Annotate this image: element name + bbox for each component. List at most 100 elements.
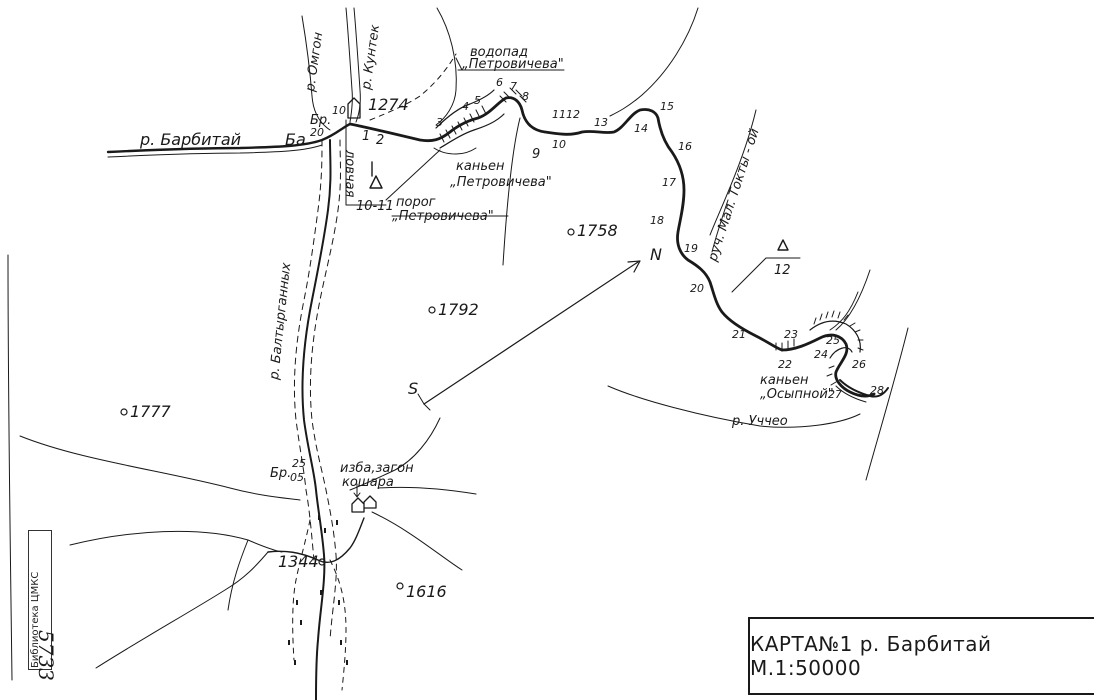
waypoint-28: 28 xyxy=(870,384,884,397)
course-arrow-tail xyxy=(417,393,431,411)
waypoint-24: 24 xyxy=(814,348,828,361)
label-ford-bottom-num: 25 xyxy=(292,457,306,470)
ridge-line-top xyxy=(435,7,457,126)
river-uchcheo-bank xyxy=(835,385,867,403)
label-river-barbitai: р. Барбитай xyxy=(139,130,241,149)
route-lower xyxy=(780,333,876,398)
survey-triangle-icon-2 xyxy=(777,239,789,251)
stream-1344-dashed-2 xyxy=(292,519,311,661)
label-ba: Ба xyxy=(285,130,306,149)
label-ford-top-10: 10 xyxy=(332,104,346,117)
hut-icon xyxy=(351,495,377,513)
course-arrow-line xyxy=(423,261,639,405)
label-ford-top: Бр. xyxy=(310,113,331,128)
height-dot-1792 xyxy=(428,306,436,314)
label-canyon-petr-1: каньен xyxy=(456,159,505,174)
waypoint-14: 14 xyxy=(634,122,648,135)
stream-right-branch xyxy=(711,199,729,253)
ridge-line-far-east xyxy=(865,327,909,481)
label-h1616: 1616 xyxy=(406,582,447,601)
label-canyon-petr-2: „Петровичева" xyxy=(450,175,552,190)
label-canyon-osyp-2: „Осыпной" xyxy=(760,387,834,402)
map-title: КАРТА№1 р. Барбитай М.1:50000 xyxy=(748,617,1094,695)
stream-1344-dashed xyxy=(329,559,347,691)
river-kunteki xyxy=(345,7,353,123)
survey-triangle-icon xyxy=(369,161,383,189)
canyon-osypnoi-outline xyxy=(809,320,861,359)
canyon-petrovicheva-outline xyxy=(435,89,505,149)
waypoint-16: 16 xyxy=(678,140,692,153)
ridge-line-se-2 xyxy=(371,511,463,571)
label-rapid-2: „Петровичева" xyxy=(392,209,494,224)
waypoint-2: 2 xyxy=(376,133,384,148)
label-lovcha: ловчая xyxy=(342,149,357,198)
label-omgon: р. Омгон xyxy=(303,31,326,94)
waypoint-19: 19 xyxy=(684,242,698,255)
label-ford-top-b-num: 20 xyxy=(310,126,324,139)
triangle-callout-line xyxy=(731,257,801,293)
library-stamp xyxy=(28,530,52,670)
label-ford-bottom-num2: 05 xyxy=(290,471,304,484)
label-mal-tokty: руч. Мал. Токты - ой xyxy=(705,127,762,264)
canyon-petr-bracket xyxy=(433,147,477,155)
waypoint-8: 8 xyxy=(522,90,529,103)
waypoint-15: 15 xyxy=(660,100,674,113)
ridge-line-top-2 xyxy=(502,117,521,266)
label-rapid-1: порог xyxy=(396,195,436,210)
hut-top-icon xyxy=(347,97,361,119)
height-dot-1616 xyxy=(396,582,404,590)
scree-marks xyxy=(288,515,348,665)
trail-waterfall xyxy=(369,53,457,121)
label-hut-2: кошара xyxy=(342,475,394,490)
river-kunteki-bank xyxy=(353,7,361,123)
map-left-edge xyxy=(7,254,13,681)
waypoint-25: 25 xyxy=(826,334,840,347)
river-barbitai xyxy=(106,122,352,154)
rapid-callout-line xyxy=(345,119,509,217)
waypoint-4: 4 xyxy=(462,100,469,113)
label-rapid-code: 10-11 xyxy=(356,199,394,214)
label-north: N xyxy=(650,245,662,264)
waypoint-20: 20 xyxy=(690,282,704,295)
label-start: S xyxy=(408,379,418,398)
river-barbitai-bank xyxy=(107,144,323,158)
waypoint-12: 12 xyxy=(566,108,580,121)
label-h1344: 1344 xyxy=(278,552,319,571)
waterfall-callout-line xyxy=(455,57,565,71)
waypoint-21: 21 xyxy=(732,328,746,341)
waypoint-22: 22 xyxy=(778,358,792,371)
ridge-line-south-1 xyxy=(607,385,861,428)
label-h1758: 1758 xyxy=(577,221,618,240)
ridge-line-right-2 xyxy=(709,109,757,236)
canyon-petrovicheva-hatch xyxy=(439,87,527,143)
ridge-line-west-3 xyxy=(95,551,269,669)
label-hut-1: изба,загон xyxy=(340,461,414,476)
waypoint-26: 26 xyxy=(852,358,866,371)
label-waterfall-1: водопад xyxy=(470,45,528,60)
river-uchcheo xyxy=(839,379,889,398)
height-dot-1777 xyxy=(120,408,128,416)
label-canyon-osyp-1: каньен xyxy=(760,373,809,388)
stream-1344 xyxy=(267,517,365,564)
waypoint-11: 11 xyxy=(552,108,566,121)
label-h1274: 1274 xyxy=(368,95,409,114)
river-baltyrgannykh xyxy=(301,139,332,700)
waypoint-27: 27 xyxy=(828,388,842,401)
course-arrow-head xyxy=(627,260,641,273)
waypoint-17: 17 xyxy=(662,176,676,189)
label-triangle-num: 12 xyxy=(774,263,791,278)
ridge-line-west-4 xyxy=(227,539,249,611)
ridge-line-east xyxy=(835,269,871,331)
label-h1792: 1792 xyxy=(438,300,479,319)
label-uchcheo: р. Уччео xyxy=(731,414,788,429)
canyon-osypnoi-hatch xyxy=(775,310,864,386)
route-upper xyxy=(348,96,784,352)
waypoint-3: 3 xyxy=(436,116,443,129)
handwritten-number: 5733 xyxy=(34,630,58,681)
river-baltyrgannykh-bank xyxy=(309,139,341,641)
label-h1777: 1777 xyxy=(130,402,172,421)
waypoint-1: 1 xyxy=(362,129,370,144)
ridge-line-central xyxy=(349,417,441,491)
ridge-line-west-2 xyxy=(69,530,283,553)
